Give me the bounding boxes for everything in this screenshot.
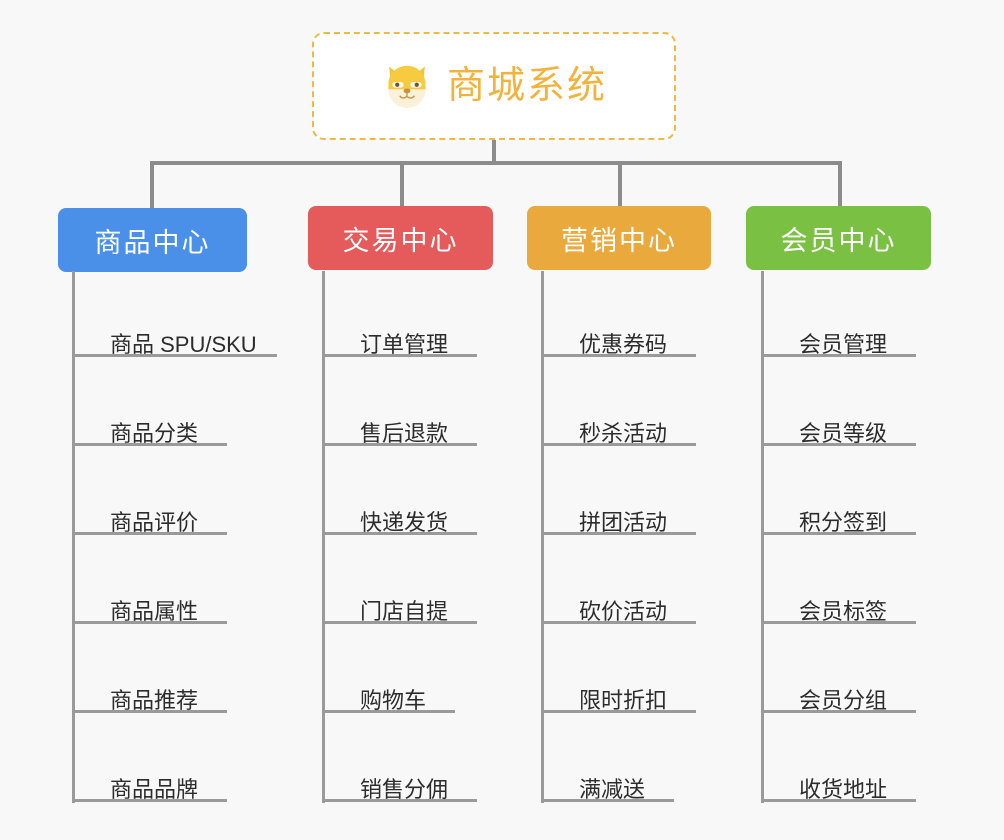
leaf-item[interactable]: 门店自提 (322, 578, 477, 624)
leaf-item[interactable]: 优惠券码 (541, 311, 696, 357)
leaf-label: 销售分佣 (360, 776, 449, 802)
leaf-item[interactable]: 会员等级 (761, 400, 916, 446)
leaf-item[interactable]: 满减送 (541, 756, 674, 802)
leaf-label: 订单管理 (360, 331, 449, 357)
leaf-item[interactable]: 售后退款 (322, 400, 477, 446)
leaf-label: 商品品牌 (110, 776, 199, 802)
leaf-label: 砍价活动 (579, 598, 668, 624)
leaf-label: 优惠券码 (579, 331, 668, 357)
connector-drop-4 (838, 161, 842, 208)
leaf-item[interactable]: 商品推荐 (72, 667, 227, 713)
leaf-label: 秒杀活动 (579, 420, 668, 446)
leaf-label: 商品评价 (110, 509, 199, 535)
leaf-label: 售后退款 (360, 420, 449, 446)
leaf-label: 商品 SPU/SKU (110, 331, 257, 357)
leaf-item[interactable]: 订单管理 (322, 311, 477, 357)
leaf-trunk-4 (761, 271, 764, 803)
leaf-item[interactable]: 商品评价 (72, 489, 227, 535)
leaf-item[interactable]: 收货地址 (761, 756, 916, 802)
leaf-label: 商品分类 (110, 420, 199, 446)
leaf-item[interactable]: 快递发货 (322, 489, 477, 535)
leaf-item[interactable]: 销售分佣 (322, 756, 477, 802)
branch-header-1[interactable]: 商品中心 (58, 208, 247, 272)
branch-header-3[interactable]: 营销中心 (527, 206, 711, 270)
leaf-label: 会员标签 (799, 598, 888, 624)
leaf-item[interactable]: 会员标签 (761, 578, 916, 624)
leaf-label: 快递发货 (360, 509, 449, 535)
connector-root-stem (492, 140, 496, 165)
leaf-label: 限时折扣 (579, 687, 668, 713)
root-label: 商城系统 (446, 65, 607, 107)
leaf-label: 商品属性 (110, 598, 199, 624)
connector-drop-2 (400, 161, 404, 208)
connector-bus (150, 161, 840, 165)
branch-header-2[interactable]: 交易中心 (308, 206, 493, 270)
leaf-label: 购物车 (360, 687, 427, 713)
leaf-trunk-3 (541, 271, 544, 803)
leaf-label: 会员管理 (799, 331, 888, 357)
leaf-item[interactable]: 商品 SPU/SKU (72, 311, 277, 357)
leaf-item[interactable]: 会员管理 (761, 311, 916, 357)
leaf-item[interactable]: 拼团活动 (541, 489, 696, 535)
leaf-item[interactable]: 商品分类 (72, 400, 227, 446)
leaf-label: 商品推荐 (110, 687, 199, 713)
root-node[interactable]: 商城系统 (312, 32, 676, 140)
leaf-label: 收货地址 (799, 776, 888, 802)
leaf-item[interactable]: 秒杀活动 (541, 400, 696, 446)
leaf-label: 会员分组 (799, 687, 888, 713)
leaf-label: 会员等级 (799, 420, 888, 446)
branch-label-1: 商品中心 (94, 227, 211, 258)
leaf-item[interactable]: 会员分组 (761, 667, 916, 713)
leaf-item[interactable]: 购物车 (322, 667, 455, 713)
leaf-item[interactable]: 砍价活动 (541, 578, 696, 624)
leaf-item[interactable]: 商品属性 (72, 578, 227, 624)
leaf-item[interactable]: 商品品牌 (72, 756, 227, 802)
leaf-label: 拼团活动 (579, 509, 668, 535)
connector-drop-1 (150, 161, 154, 208)
connector-drop-3 (618, 161, 622, 208)
branch-label-2: 交易中心 (342, 225, 459, 256)
branch-header-4[interactable]: 会员中心 (746, 206, 931, 270)
leaf-trunk-2 (322, 271, 325, 803)
branch-label-3: 营销中心 (561, 225, 677, 256)
leaf-item[interactable]: 积分签到 (761, 489, 916, 535)
leaf-label: 门店自提 (360, 598, 449, 624)
leaf-label: 积分签到 (799, 509, 888, 535)
shiba-dog-icon (381, 60, 433, 112)
branch-label-4: 会员中心 (780, 225, 897, 256)
leaf-trunk-1 (72, 271, 75, 803)
leaf-item[interactable]: 限时折扣 (541, 667, 696, 713)
leaf-label: 满减送 (579, 776, 646, 802)
